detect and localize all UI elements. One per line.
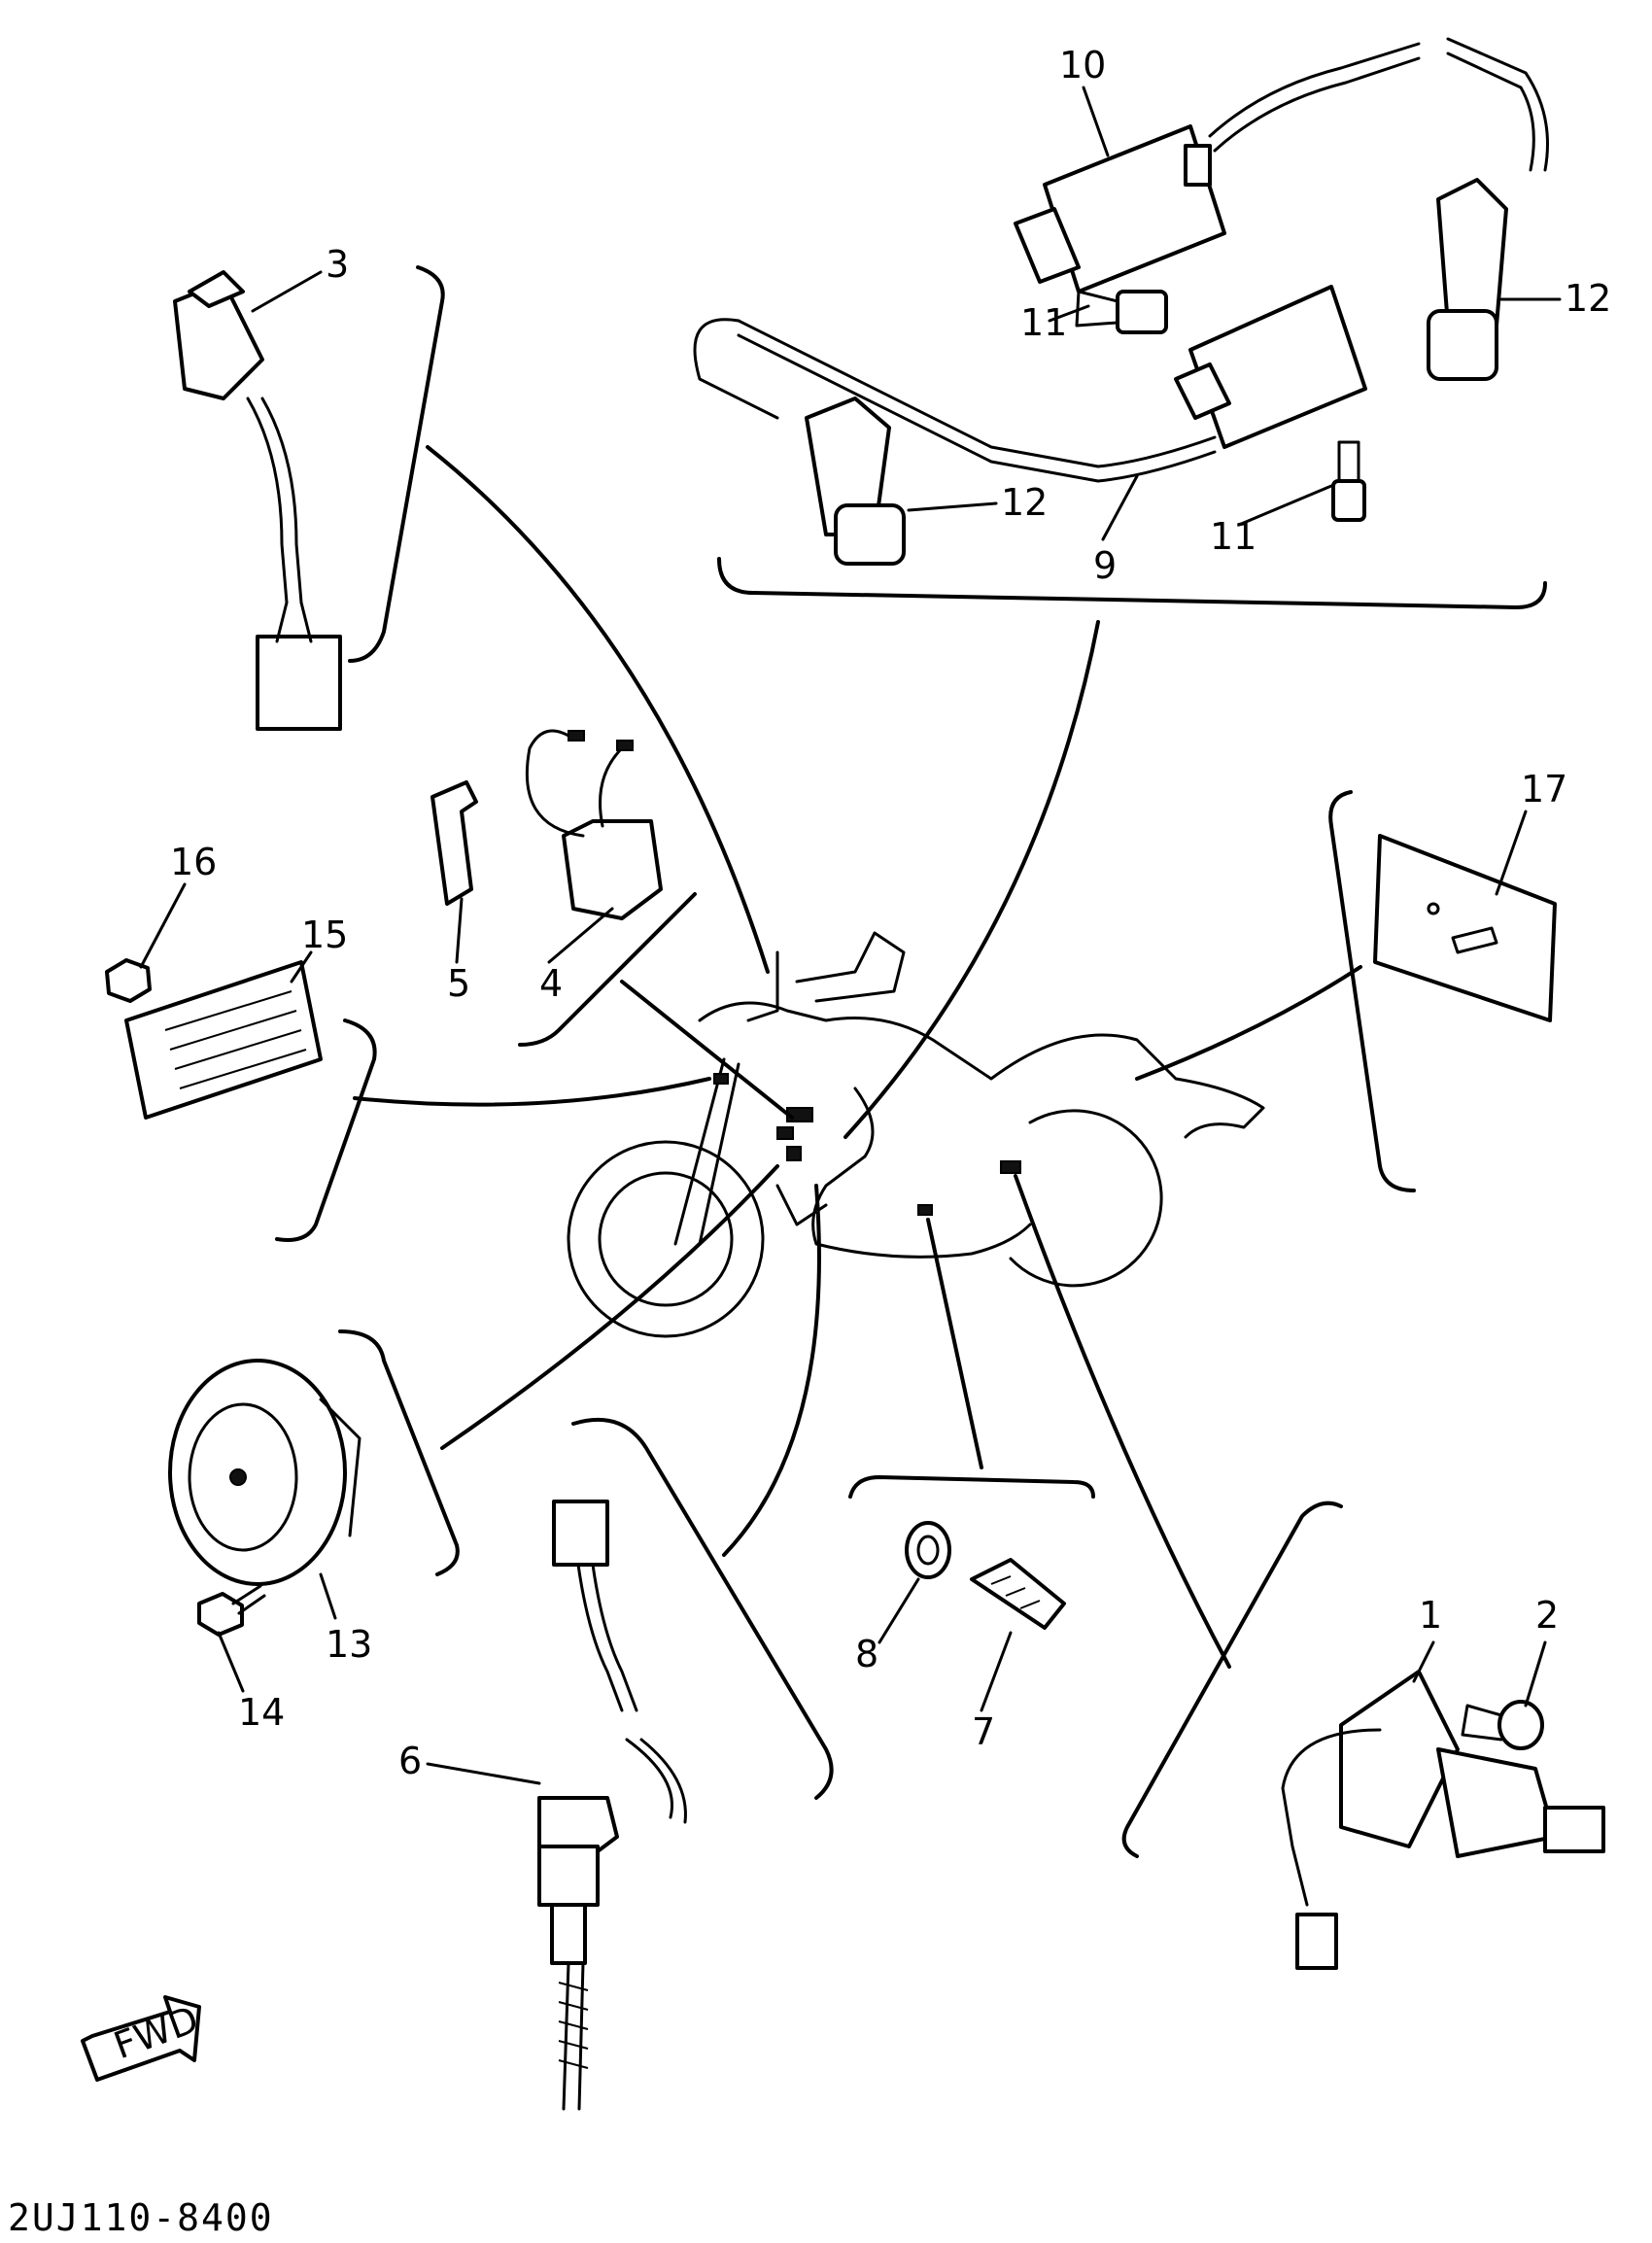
callout-4: 4 (539, 962, 563, 1005)
part-5-bracket (430, 780, 478, 906)
callout-11a: 11 (1020, 301, 1067, 344)
part-8-washer (905, 1521, 951, 1579)
callout-12a: 12 (1565, 277, 1611, 320)
part-1-ignition-switch (1281, 1670, 1605, 1970)
part-15-reflector (124, 960, 323, 1120)
diagram-code: 2UJ110-8400 (8, 2196, 274, 2239)
part-12-plug-caps (805, 178, 1508, 566)
callout-3: 3 (326, 243, 349, 286)
callout-8: 8 (855, 1633, 878, 1675)
part-16-nut (105, 958, 152, 1003)
part-11-bolts (1075, 290, 1366, 522)
part-9-ignition-coil (693, 285, 1367, 483)
fwd-arrow-icon: FWD (81, 1995, 204, 2082)
part-14-bolt (197, 1584, 266, 1637)
callout-6: 6 (398, 1740, 422, 1782)
part-2-screw (1461, 1700, 1544, 1750)
part-6-neutral-switch (537, 1500, 687, 2111)
callout-9: 9 (1093, 544, 1117, 587)
leader-lines (353, 445, 1362, 1669)
part-10-ignition-coil (1014, 37, 1549, 293)
callout-leaders (139, 86, 1562, 1785)
callout-5: 5 (447, 962, 470, 1005)
callout-15: 15 (301, 914, 348, 956)
part-4-relay (525, 729, 663, 920)
callout-12b: 12 (1001, 481, 1048, 524)
callout-14: 14 (238, 1691, 285, 1734)
callout-7: 7 (972, 1710, 995, 1753)
part-13-horn (168, 1359, 361, 1586)
callout-16: 16 (170, 841, 217, 883)
callout-1: 1 (1419, 1594, 1442, 1637)
callout-11b: 11 (1210, 515, 1256, 558)
callout-10: 10 (1059, 44, 1106, 86)
callout-17: 17 (1521, 768, 1567, 811)
bracket-lines (275, 265, 1547, 1858)
part-7-bolt (970, 1558, 1066, 1630)
callout-13: 13 (326, 1623, 372, 1666)
part-17-reflector (1373, 834, 1557, 1022)
part-3-switch (173, 270, 342, 731)
motorcycle-outline (567, 931, 1265, 1338)
callout-labels: 1 2 3 4 5 6 7 8 9 10 11 11 12 12 13 14 1… (170, 44, 1611, 1782)
callout-2: 2 (1535, 1594, 1559, 1637)
